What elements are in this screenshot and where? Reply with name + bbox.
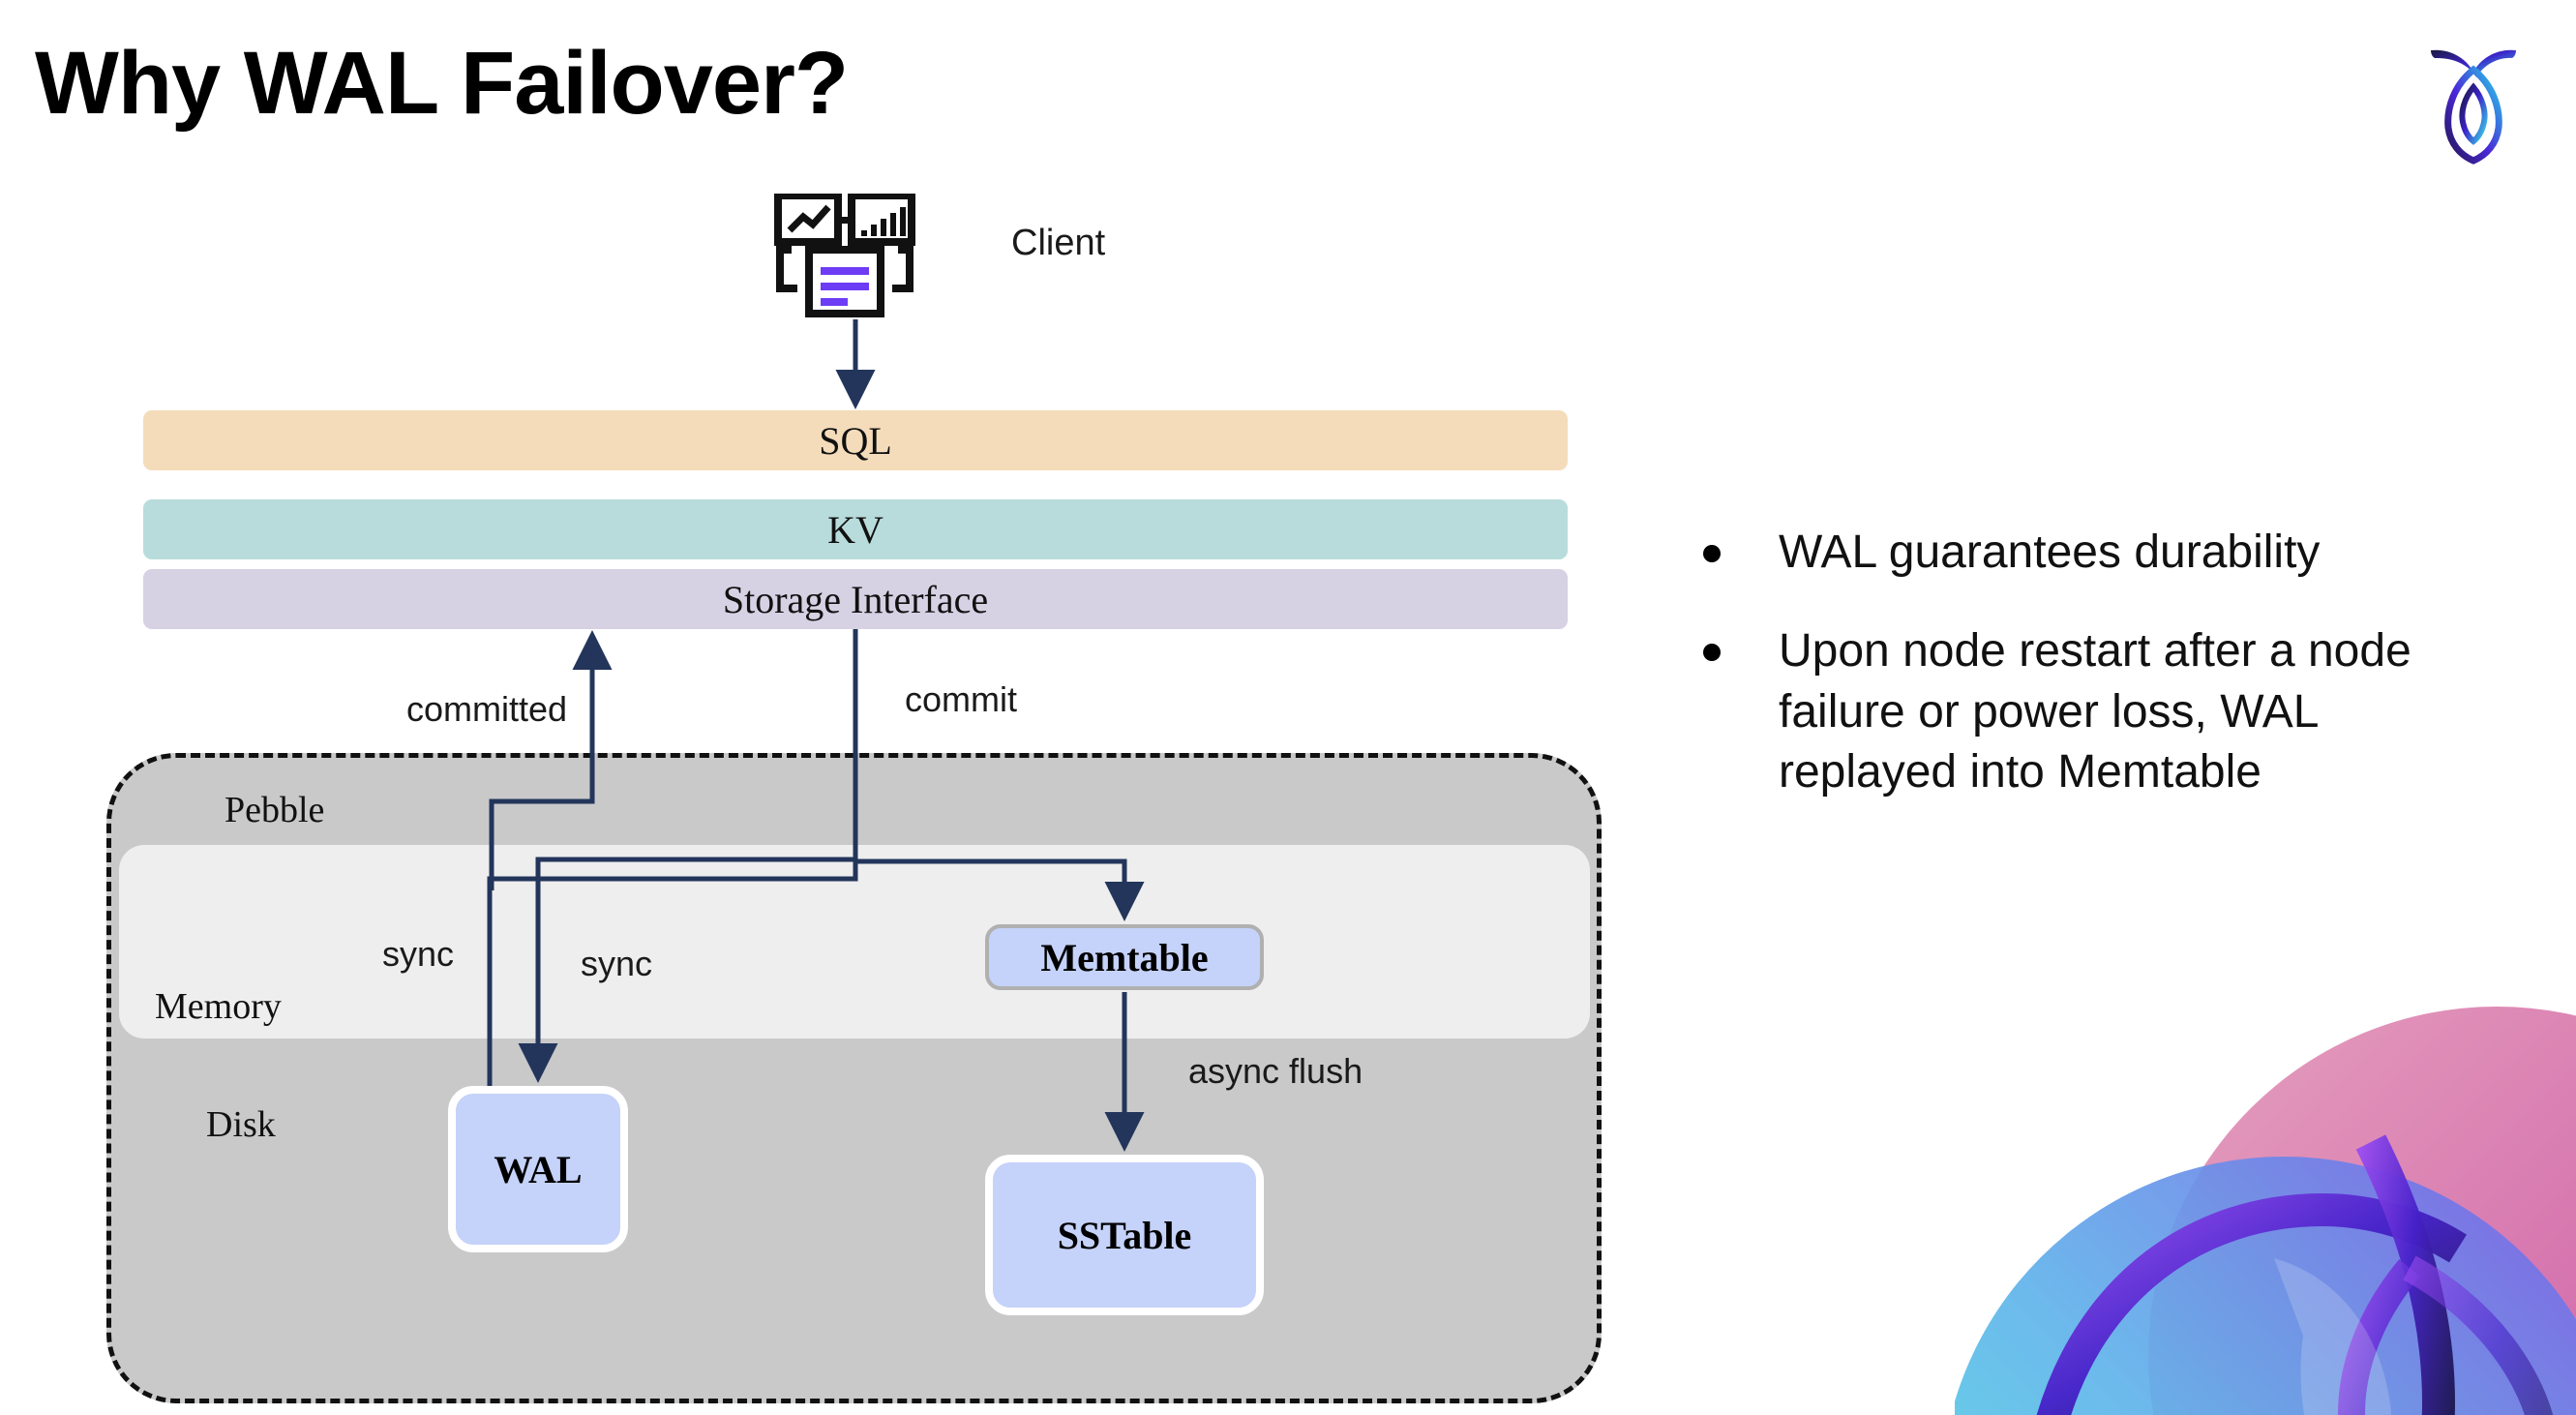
cockroachdb-decorative-mark [1955, 900, 2576, 1415]
bullet-text: WAL guarantees durability [1779, 527, 2321, 578]
cockroachdb-logo [2415, 29, 2531, 165]
node-memtable: Memtable [985, 924, 1264, 990]
edge-label-committed: committed [406, 689, 568, 729]
client-label: Client [1011, 223, 1106, 263]
client-monitor-icon [774, 192, 929, 319]
disk-label: Disk [206, 1104, 276, 1145]
bullet-list: WAL guarantees durability Upon node rest… [1703, 523, 2497, 842]
edge-label-async-flush: async flush [1188, 1051, 1363, 1091]
node-sstable-label: SSTable [1057, 1213, 1192, 1257]
bullet-dot-icon [1703, 545, 1721, 562]
edge-label-sync-secondary: sync [581, 944, 653, 983]
node-sstable: SSTable [985, 1155, 1264, 1315]
edge-label-commit: commit [905, 679, 1017, 719]
stack-bar-storage-interface-label: Storage Interface [722, 577, 989, 621]
bullet-text: Upon node restart after a node failure o… [1779, 625, 2411, 798]
list-item: WAL guarantees durability [1703, 523, 2497, 583]
bullet-dot-icon [1703, 644, 1721, 662]
memory-region [119, 845, 1590, 1039]
stack-bar-sql: SQL [143, 410, 1568, 470]
stack-bar-kv: KV [143, 499, 1568, 559]
stack-bar-kv-label: KV [827, 507, 884, 552]
node-wal: WAL [448, 1086, 628, 1252]
page-title: Why WAL Failover? [35, 34, 849, 133]
node-memtable-label: Memtable [1040, 935, 1209, 979]
pebble-label: Pebble [225, 790, 325, 830]
stack-bar-storage-interface: Storage Interface [143, 569, 1568, 629]
memory-label: Memory [155, 986, 282, 1027]
node-wal-label: WAL [494, 1147, 583, 1191]
list-item: Upon node restart after a node failure o… [1703, 621, 2497, 802]
edge-label-sync-primary: sync [382, 934, 455, 974]
stack-bar-sql-label: SQL [819, 418, 892, 463]
